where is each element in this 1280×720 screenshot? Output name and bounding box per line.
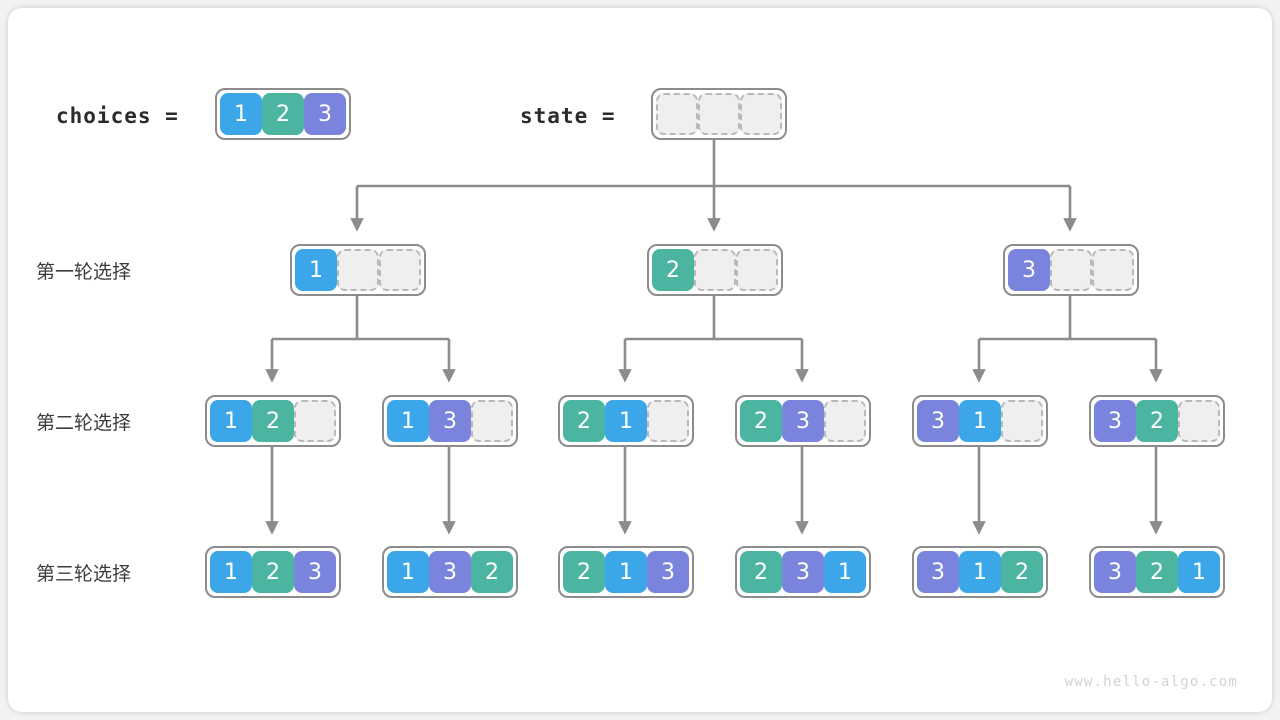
array-cell: 2 bbox=[1136, 400, 1178, 442]
array-cell: 1 bbox=[220, 93, 262, 135]
array-cell: 3 bbox=[429, 551, 471, 593]
array-cell-empty bbox=[694, 249, 736, 291]
array-cell: 2 bbox=[1136, 551, 1178, 593]
tree-node-row3: 3 2 1 bbox=[1089, 546, 1225, 598]
row-label-round3: 第三轮选择 bbox=[36, 563, 132, 585]
array-cell: 1 bbox=[959, 551, 1001, 593]
tree-node-row3: 2 3 1 bbox=[735, 546, 871, 598]
state-array bbox=[651, 88, 787, 140]
array-cell-empty bbox=[656, 93, 698, 135]
array-cell: 2 bbox=[740, 400, 782, 442]
array-cell: 2 bbox=[563, 551, 605, 593]
tree-node-row1: 1 bbox=[290, 244, 426, 296]
array-cell: 3 bbox=[782, 551, 824, 593]
tree-node-row1: 2 bbox=[647, 244, 783, 296]
array-cell: 2 bbox=[652, 249, 694, 291]
diagram-stage: choices = 1 2 3 state = 第一轮选择 第二轮选择 第三轮选… bbox=[8, 8, 1272, 712]
tree-node-row3: 3 1 2 bbox=[912, 546, 1048, 598]
array-cell: 2 bbox=[563, 400, 605, 442]
array-cell: 3 bbox=[647, 551, 689, 593]
array-cell-empty bbox=[1001, 400, 1043, 442]
array-cell: 1 bbox=[605, 551, 647, 593]
choices-label: choices = bbox=[56, 104, 179, 128]
array-cell: 3 bbox=[304, 93, 346, 135]
array-cell: 3 bbox=[782, 400, 824, 442]
tree-node-row3: 1 2 3 bbox=[205, 546, 341, 598]
array-cell-empty bbox=[379, 249, 421, 291]
array-cell: 1 bbox=[295, 249, 337, 291]
array-cell-empty bbox=[337, 249, 379, 291]
array-cell: 3 bbox=[294, 551, 336, 593]
array-cell: 1 bbox=[387, 551, 429, 593]
array-cell: 2 bbox=[252, 400, 294, 442]
array-cell: 1 bbox=[210, 551, 252, 593]
array-cell: 3 bbox=[1094, 400, 1136, 442]
tree-node-row2: 2 1 bbox=[558, 395, 694, 447]
array-cell-empty bbox=[471, 400, 513, 442]
array-cell-empty bbox=[1050, 249, 1092, 291]
array-cell-empty bbox=[740, 93, 782, 135]
array-cell: 1 bbox=[387, 400, 429, 442]
array-cell-empty bbox=[1092, 249, 1134, 291]
array-cell: 3 bbox=[429, 400, 471, 442]
tree-node-row2: 3 2 bbox=[1089, 395, 1225, 447]
array-cell-empty bbox=[824, 400, 866, 442]
array-cell: 2 bbox=[252, 551, 294, 593]
row-label-round1: 第一轮选择 bbox=[36, 261, 132, 283]
tree-node-row2: 1 2 bbox=[205, 395, 341, 447]
array-cell: 3 bbox=[1008, 249, 1050, 291]
diagram-card: choices = 1 2 3 state = 第一轮选择 第二轮选择 第三轮选… bbox=[8, 8, 1272, 712]
array-cell: 3 bbox=[917, 551, 959, 593]
array-cell: 2 bbox=[262, 93, 304, 135]
array-cell: 3 bbox=[917, 400, 959, 442]
array-cell: 2 bbox=[1001, 551, 1043, 593]
array-cell: 1 bbox=[1178, 551, 1220, 593]
array-cell: 1 bbox=[210, 400, 252, 442]
tree-node-row3: 1 3 2 bbox=[382, 546, 518, 598]
array-cell-empty bbox=[647, 400, 689, 442]
array-cell-empty bbox=[698, 93, 740, 135]
array-cell: 2 bbox=[740, 551, 782, 593]
tree-node-row2: 2 3 bbox=[735, 395, 871, 447]
array-cell: 1 bbox=[824, 551, 866, 593]
row-label-round2: 第二轮选择 bbox=[36, 412, 132, 434]
array-cell-empty bbox=[1178, 400, 1220, 442]
array-cell: 2 bbox=[471, 551, 513, 593]
tree-edges bbox=[265, 127, 1163, 535]
array-cell: 1 bbox=[959, 400, 1001, 442]
choices-array: 1 2 3 bbox=[215, 88, 351, 140]
array-cell-empty bbox=[294, 400, 336, 442]
watermark: www.hello-algo.com bbox=[1064, 674, 1238, 690]
array-cell-empty bbox=[736, 249, 778, 291]
tree-node-row2: 3 1 bbox=[912, 395, 1048, 447]
tree-node-row3: 2 1 3 bbox=[558, 546, 694, 598]
state-label: state = bbox=[520, 104, 616, 128]
array-cell: 3 bbox=[1094, 551, 1136, 593]
tree-node-row2: 1 3 bbox=[382, 395, 518, 447]
tree-node-row1: 3 bbox=[1003, 244, 1139, 296]
array-cell: 1 bbox=[605, 400, 647, 442]
